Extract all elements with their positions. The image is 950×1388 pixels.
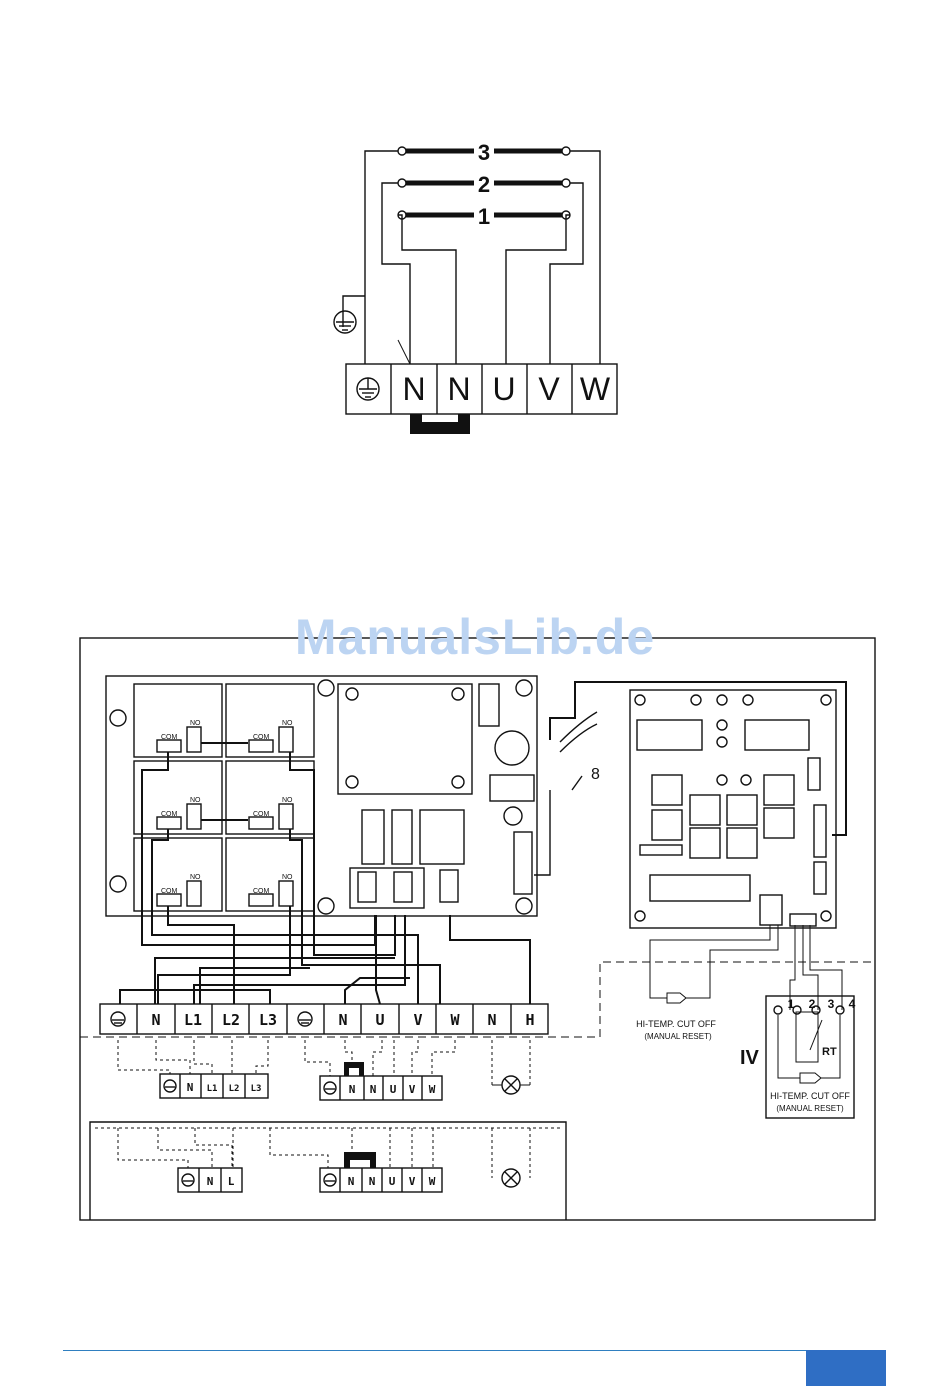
rt-label: RT <box>822 1046 837 1058</box>
relay-no-label: NO <box>282 797 293 804</box>
watermark: ManualsLib.de <box>0 608 950 666</box>
motor-n1: N <box>349 1083 356 1096</box>
connector-pin-3: 3 <box>828 997 835 1011</box>
relay-com-label: COM <box>253 734 270 741</box>
input3-l3: L3 <box>251 1084 262 1094</box>
footer-page-box <box>806 1350 886 1386</box>
relay-no-label: NO <box>190 720 201 727</box>
motor-n2: N <box>370 1083 377 1096</box>
strip-terminal-l1: L1 <box>184 1011 202 1029</box>
strip-terminal-l3: L3 <box>259 1011 277 1029</box>
strip-terminal-n: N <box>151 1011 160 1029</box>
motor1-n2: N <box>369 1175 376 1188</box>
motor-v: V <box>409 1083 416 1096</box>
motor-u: U <box>390 1083 397 1096</box>
top-terminal-n2: N <box>447 371 470 407</box>
strip-terminal-v: V <box>413 1011 422 1029</box>
hitemp-cutoff-label-2: HI-TEMP. CUT OFF <box>770 1091 850 1101</box>
connector-pin-2: 2 <box>809 997 816 1011</box>
relay-com-label: COM <box>161 734 178 741</box>
motor1-n1: N <box>348 1175 355 1188</box>
manual-reset-label-2: (MANUAL RESET) <box>776 1104 844 1113</box>
input3-n: N <box>187 1081 194 1094</box>
connector-pin-4: 4 <box>849 997 856 1011</box>
motor1-u: U <box>389 1175 396 1188</box>
connector-pin-1: 1 <box>788 997 795 1011</box>
manual-reset-label: (MANUAL RESET) <box>644 1032 712 1041</box>
relay-no-label: NO <box>190 874 201 881</box>
motor1-v: V <box>409 1175 416 1188</box>
footer-rule <box>63 1350 886 1351</box>
relay-no-label: NO <box>282 720 293 727</box>
coil-label-3: 3 <box>478 140 490 165</box>
input3-l1: L1 <box>207 1084 218 1094</box>
hitemp-cutoff-label: HI-TEMP. CUT OFF <box>636 1019 716 1029</box>
input1-n: N <box>207 1175 214 1188</box>
input3-l2: L2 <box>229 1084 240 1094</box>
strip-terminal-h: H <box>525 1011 534 1029</box>
coil-label-2: 2 <box>478 172 490 197</box>
strip-terminal-w: W <box>450 1011 460 1029</box>
relay-no-label: NO <box>282 874 293 881</box>
top-terminal-n1: N <box>402 371 425 407</box>
relay-com-label: COM <box>253 888 270 895</box>
relay-com-label: COM <box>161 811 178 818</box>
strip-terminal-l2: L2 <box>222 1011 240 1029</box>
input1-l: L <box>228 1175 235 1188</box>
strip-terminal-n2: N <box>338 1011 347 1029</box>
cable-label: 8 <box>591 766 600 783</box>
relay-com-label: COM <box>161 888 178 895</box>
strip-terminal-u: U <box>375 1011 384 1029</box>
strip-terminal-n3: N <box>487 1011 496 1029</box>
thermostat-board <box>630 690 836 928</box>
motor-w: W <box>429 1083 436 1096</box>
relay-no-label: NO <box>190 797 201 804</box>
top-terminal-u: U <box>492 371 515 407</box>
relay-com-label: COM <box>253 811 270 818</box>
top-terminal-w: W <box>580 371 611 407</box>
top-terminal-v: V <box>538 371 560 407</box>
section-label: IV <box>740 1047 760 1069</box>
coil-label-1: 1 <box>478 204 490 229</box>
motor1-w: W <box>429 1175 436 1188</box>
top-motor-coil-diagram <box>334 147 617 434</box>
